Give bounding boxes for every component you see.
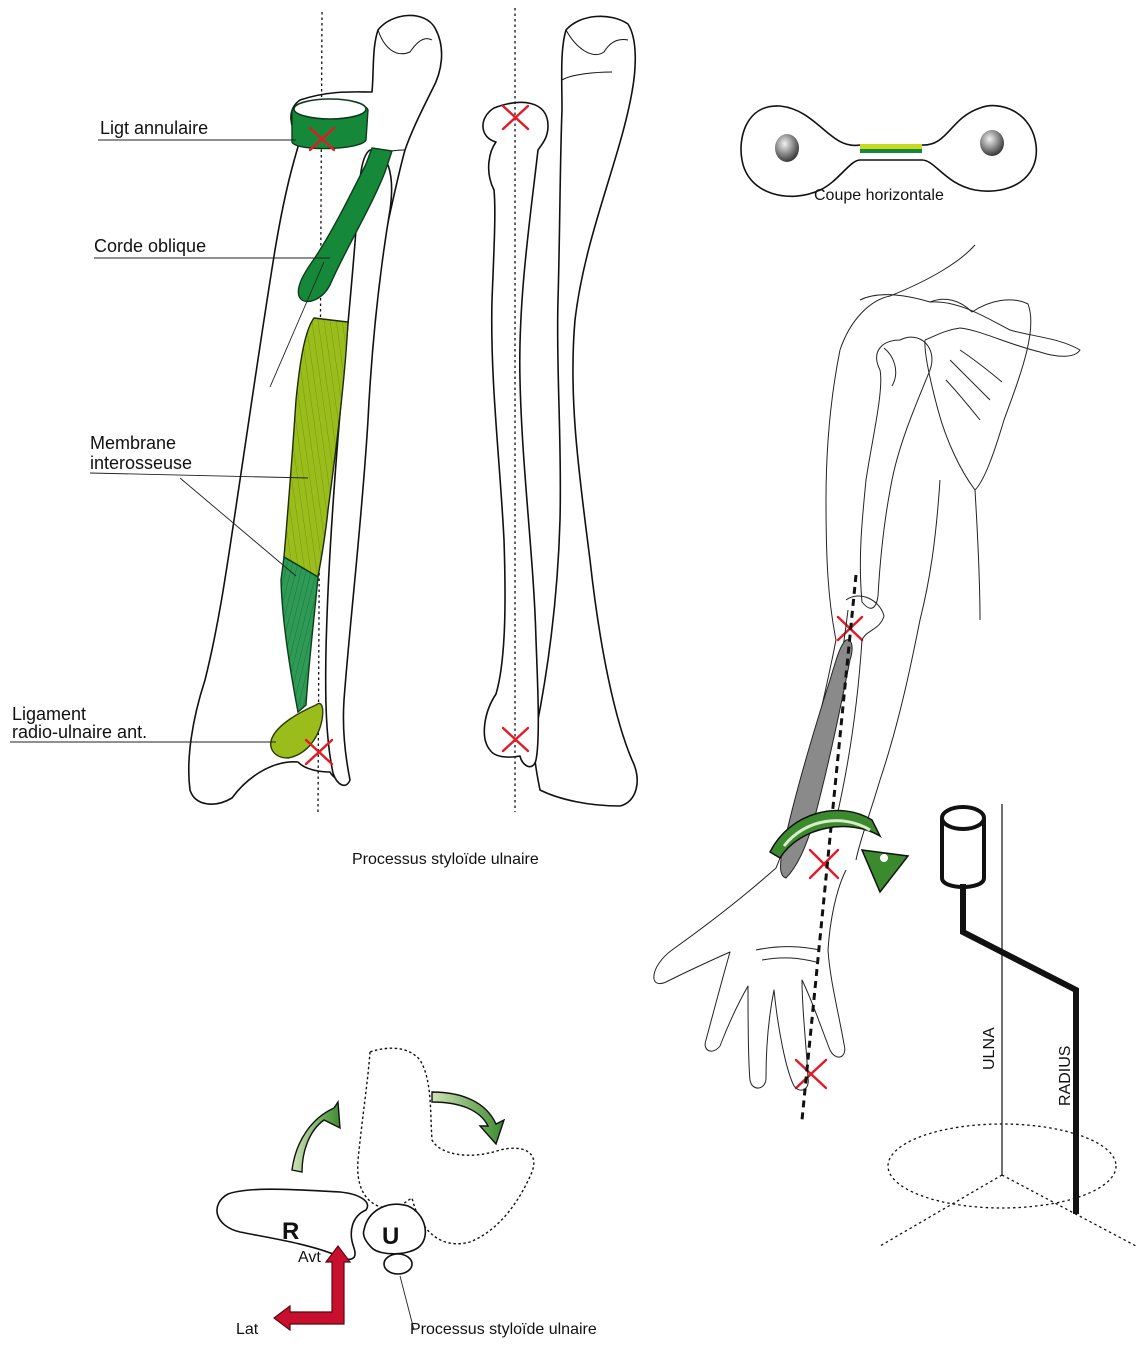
label-u: U <box>382 1223 399 1250</box>
label-membrane-2: interosseuse <box>90 453 192 473</box>
anterior-forearm-view <box>10 12 442 812</box>
rotation-section <box>217 1048 534 1330</box>
arm-figure <box>654 245 1080 1120</box>
label-processus-bottom: Processus styloïde ulnaire <box>410 1321 597 1338</box>
red-cross-icon <box>796 1060 826 1088</box>
label-membrane-1: Membrane <box>90 433 176 453</box>
label-r: R <box>282 1218 299 1245</box>
label-corde-oblique: Corde oblique <box>94 236 206 256</box>
label-lat: Lat <box>236 1321 259 1338</box>
horizontal-section <box>741 106 1036 197</box>
label-avt: Avt <box>298 1249 321 1266</box>
red-cross-icon <box>810 850 838 878</box>
label-radius: RADIUS <box>1057 1046 1074 1106</box>
label-ulna: ULNA <box>981 1027 998 1070</box>
ulna-posterior <box>534 16 637 806</box>
label-ligament-2: radio-ulnaire ant. <box>12 722 147 742</box>
pivot-schema <box>880 804 1136 1246</box>
curved-arrow-icon <box>432 1092 504 1144</box>
label-coupe-horizontale: Coupe horizontale <box>814 187 944 204</box>
curved-arrow-icon <box>292 1102 340 1172</box>
label-processus-center: Processus styloïde ulnaire <box>352 851 539 868</box>
label-ligt-annulaire: Ligt annulaire <box>100 118 208 138</box>
ligament-annulaire <box>292 99 368 149</box>
label-ligament-1: Ligament <box>12 704 86 724</box>
posterior-forearm-view <box>483 8 637 812</box>
